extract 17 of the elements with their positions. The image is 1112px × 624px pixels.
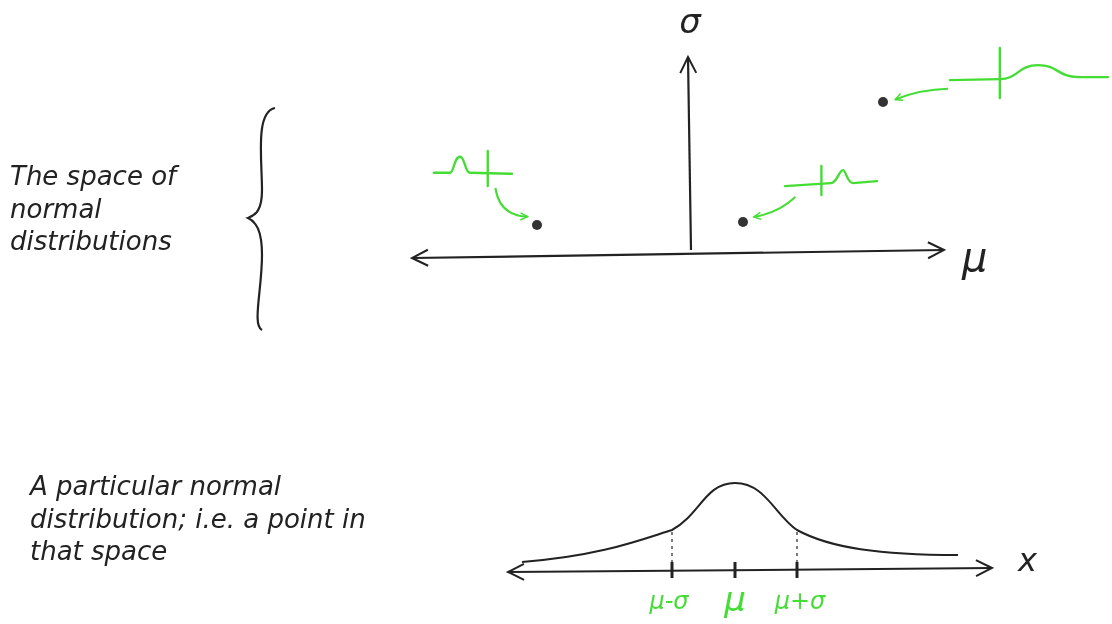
point-dot [878,97,888,107]
mini-distribution-drawing [783,163,879,197]
x-axis-label: x [1018,540,1037,580]
tick-label: μ-σ [649,586,689,616]
sigma-axis-label: σ [679,0,701,43]
mu-axis-label: μ [962,233,988,282]
tick-label: μ [724,578,746,621]
description-text: A particular normal distribution; i.e. a point in that space [30,470,367,568]
mini-distribution-drawing [432,148,514,188]
point-dot [532,220,542,230]
description-text: The space of normal distributions [10,160,225,258]
tick-label: μ+σ [774,586,826,616]
point-dot [738,217,748,227]
arrow [494,187,529,221]
mini-distribution-drawing [948,45,1110,100]
arrow [752,196,797,220]
arrow [894,87,949,102]
